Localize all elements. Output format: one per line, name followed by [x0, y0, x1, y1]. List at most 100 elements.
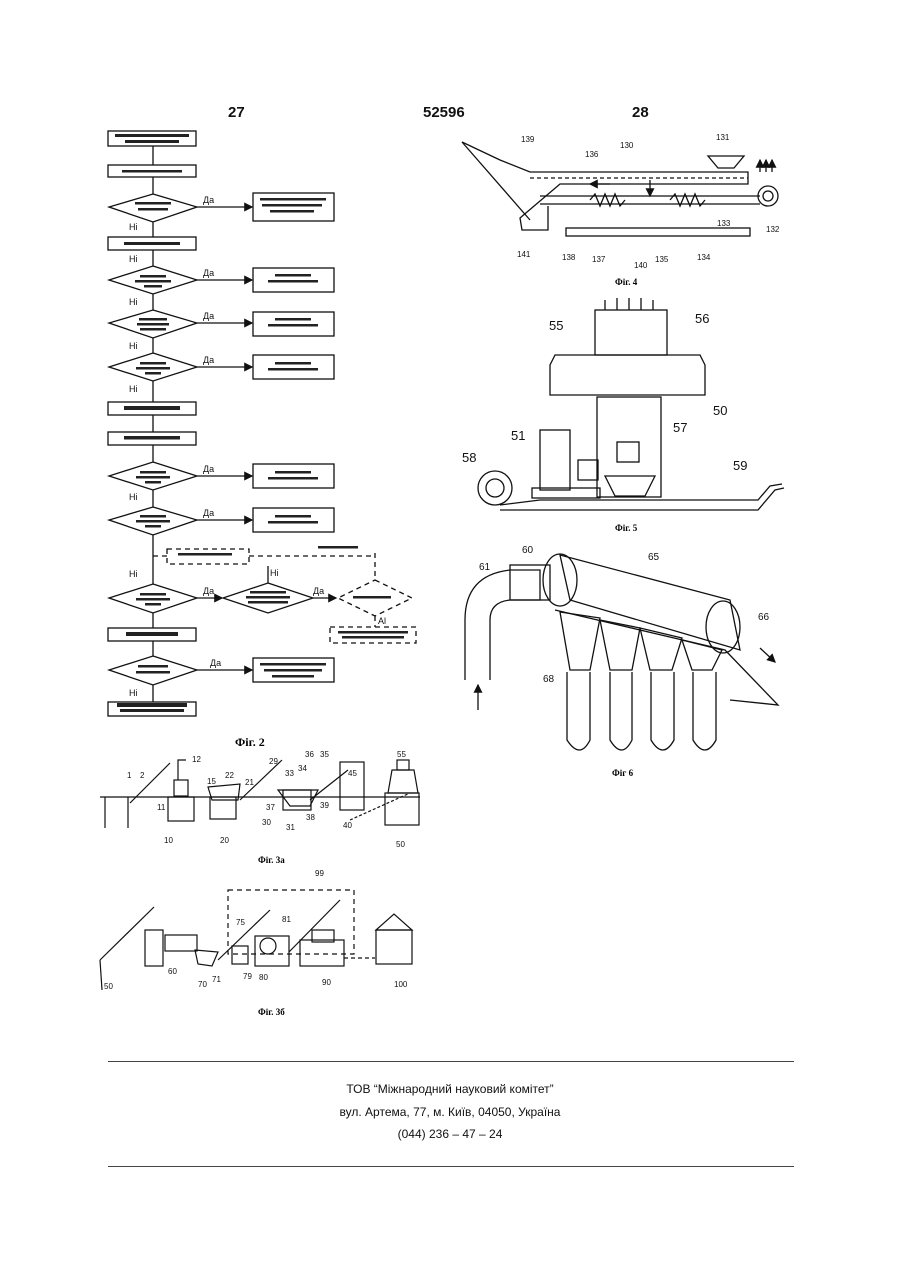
flow-yes-label: Да	[203, 355, 214, 365]
flow-yes-label: Да	[210, 658, 221, 668]
fig3a-label: 35	[320, 750, 329, 759]
fig3a-label: 36	[305, 750, 314, 759]
flow-result-box	[253, 355, 334, 379]
fig3a-label: 1	[127, 771, 132, 780]
flow-yes-label: Да	[203, 586, 214, 596]
flow-no-label: Ні	[129, 569, 138, 579]
fig4-drawing	[462, 142, 778, 236]
fig5-label: 58	[462, 450, 476, 465]
fig3a-label: 10	[164, 836, 173, 845]
flow-no-label: Ні	[129, 688, 138, 698]
fig3a-label: 12	[192, 755, 201, 764]
flow-result-box	[253, 193, 334, 221]
flow-no-label: Ні	[129, 222, 138, 232]
fig3b-label: 79	[243, 972, 252, 981]
flow-yes-label: Да	[203, 311, 214, 321]
fig3a-label: 22	[225, 771, 234, 780]
flow-result-box	[253, 508, 334, 532]
fig5-drawing	[478, 298, 784, 510]
footer-bottom-rule	[108, 1166, 794, 1167]
fig3a-label: 2	[140, 771, 145, 780]
fig3a-label: 21	[245, 778, 254, 787]
flow-result-box	[253, 464, 334, 488]
flow-al-label: Al	[378, 616, 386, 626]
fig3b-label: 90	[322, 978, 331, 987]
footer-address: вул. Артема, 77, м. Київ, 04050, Україна	[0, 1105, 900, 1119]
flow-box-start	[108, 131, 196, 146]
fig4-label: 132	[766, 225, 780, 234]
fig3b-label: 100	[394, 980, 408, 989]
fig3a-label: 33	[285, 769, 294, 778]
fig3a-label: 50	[396, 840, 405, 849]
fig2-caption: Фіг. 2	[235, 735, 265, 749]
fig3a-drawing	[100, 760, 420, 828]
fig3b-label: 75	[236, 918, 245, 927]
fig4-label: 134	[697, 253, 711, 262]
footer-phone: (044) 236 – 47 – 24	[0, 1127, 900, 1141]
footer-top-rule	[108, 1061, 794, 1062]
fig3a-label: 29	[269, 757, 278, 766]
fig5-label: 59	[733, 458, 747, 473]
fig3b-label: 99	[315, 869, 324, 878]
fig2-flowchart	[108, 131, 416, 716]
fig4-label: 141	[517, 250, 531, 259]
fig4-label: 133	[717, 219, 731, 228]
flow-no-label: Ні	[129, 384, 138, 394]
fig5-label: 55	[549, 318, 563, 333]
fig6-label: 65	[648, 552, 660, 563]
fig3a-label: 11	[157, 803, 166, 812]
fig4-caption: Фіг. 4	[615, 277, 638, 287]
fig5-label: 57	[673, 420, 687, 435]
fig4-label: 136	[585, 150, 599, 159]
fig6-label: 61	[479, 562, 491, 573]
footer-company: ТОВ “Міжнародний науковий комітет”	[0, 1082, 900, 1096]
fig3b-label: 71	[212, 975, 221, 984]
fig3a-label: 37	[266, 803, 275, 812]
fig3a-label: 45	[348, 769, 357, 778]
fig4-label: 140	[634, 261, 648, 270]
fig4-label: 130	[620, 141, 634, 150]
fig6-caption: Фіг 6	[612, 768, 634, 778]
fig4-label: 137	[592, 255, 606, 264]
fig3a-label: 20	[220, 836, 229, 845]
fig4-label: 131	[716, 133, 730, 142]
fig3b-label: 60	[168, 967, 177, 976]
fig3a-label: 30	[262, 818, 271, 827]
fig6-label: 68	[543, 674, 555, 685]
fig3b-label: 80	[259, 973, 268, 982]
fig3a-label: 38	[306, 813, 315, 822]
fig4-label: 138	[562, 253, 576, 262]
flow-decision	[109, 656, 197, 685]
fig6-label: 66	[758, 612, 770, 623]
fig6-drawing	[465, 554, 778, 750]
flow-no-label: Ні	[129, 254, 138, 264]
fig4-label: 135	[655, 255, 669, 264]
flow-yes-label: Да	[313, 586, 324, 596]
flow-no-label: Ні	[129, 297, 138, 307]
flow-yes-label: Да	[203, 195, 214, 205]
fig3b-caption: Фіг. 3б	[258, 1007, 285, 1017]
fig3a-label: 40	[343, 821, 352, 830]
flow-no-label: Ні	[270, 568, 279, 578]
fig3a-label: 55	[397, 750, 406, 759]
fig5-label: 51	[511, 428, 525, 443]
fig5-caption: Фіг. 5	[615, 523, 638, 533]
flow-no-label: Ні	[129, 341, 138, 351]
fig3a-caption: Фіг. 3а	[258, 855, 285, 865]
flow-yes-label: Да	[203, 464, 214, 474]
fig3a-label: 31	[286, 823, 295, 832]
flow-yes-label: Да	[203, 508, 214, 518]
fig5-label: 50	[713, 403, 727, 418]
fig6-label: 60	[522, 545, 534, 556]
fig3a-label: 34	[298, 764, 307, 773]
fig4-label: 139	[521, 135, 535, 144]
fig3a-label: 39	[320, 801, 329, 810]
fig3b-label: 81	[282, 915, 291, 924]
fig5-label: 56	[695, 311, 709, 326]
fig3a-label: 15	[207, 777, 216, 786]
flow-no-label: Ні	[129, 492, 138, 502]
fig3b-label: 50	[104, 982, 113, 991]
flow-yes-label: Да	[203, 268, 214, 278]
fig3b-drawing	[100, 890, 412, 990]
fig3b-label: 70	[198, 980, 207, 989]
